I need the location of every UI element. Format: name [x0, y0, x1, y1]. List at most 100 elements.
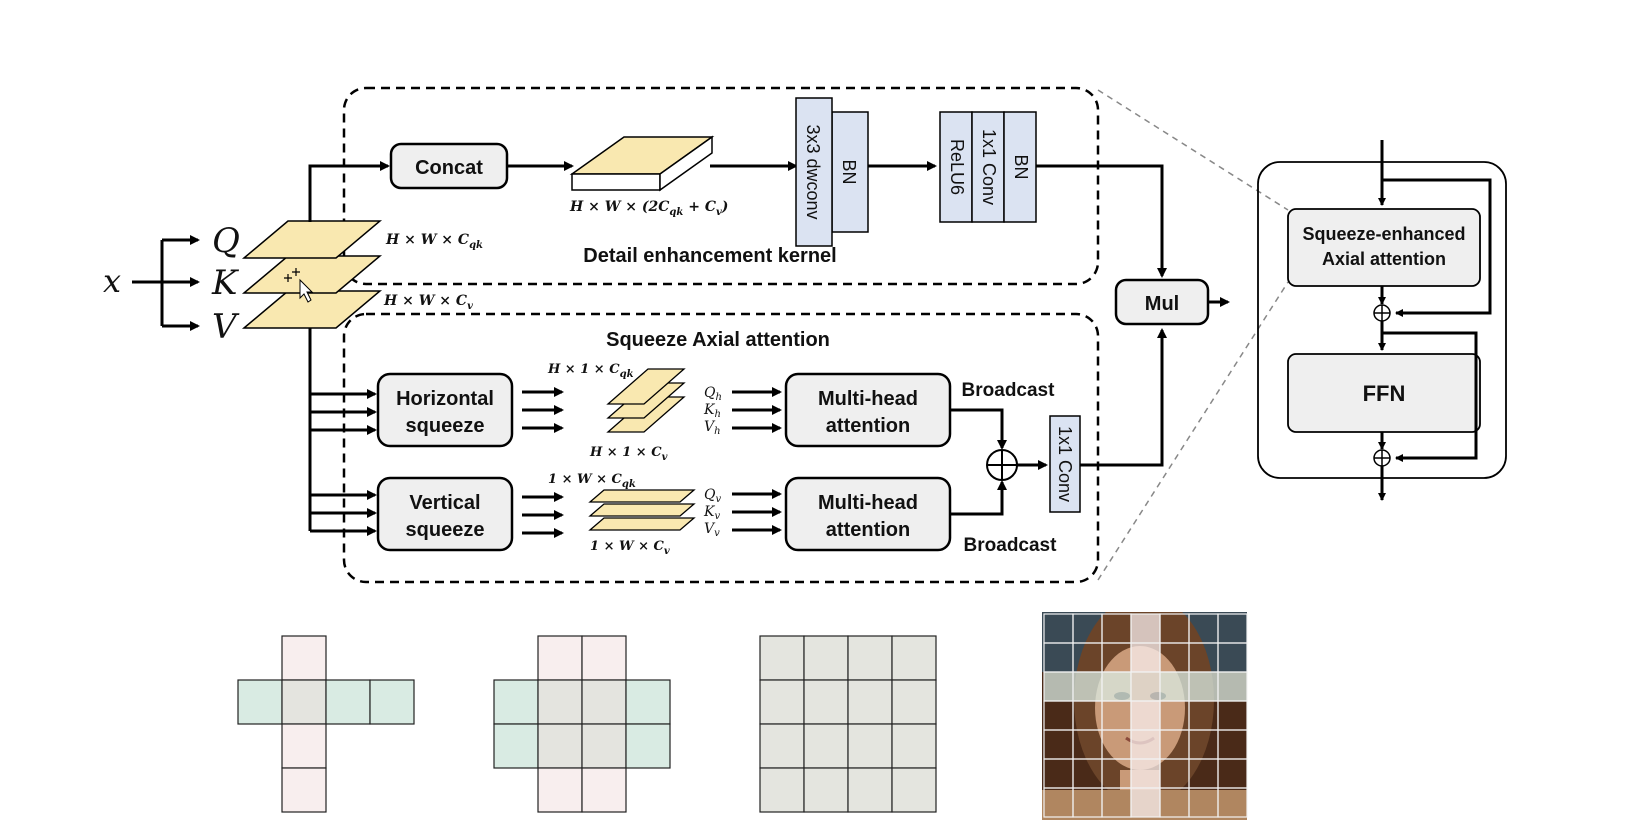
pattern-cell [1130, 671, 1161, 702]
mha-h-line1: Multi-head [818, 388, 918, 410]
relu-label: ReLU6 [947, 139, 967, 195]
zoom-line-top [1097, 89, 1289, 211]
k-label: K [211, 263, 240, 303]
qh-label: Qh [704, 385, 722, 403]
vertical-squeeze-line1: Vertical [409, 492, 480, 514]
pattern-cell [759, 679, 805, 725]
ffn-block[interactable] [1287, 353, 1481, 433]
pattern-cell [1072, 671, 1103, 702]
zoom-line-bottom [1097, 281, 1289, 581]
pattern-cell [1130, 787, 1161, 818]
pattern-cell [537, 767, 583, 813]
pattern-cell [1130, 729, 1161, 760]
pattern-cell [891, 723, 937, 769]
pattern-cell [369, 679, 415, 725]
mha-v-to-add-wire [950, 480, 1007, 516]
v-label: V [212, 307, 240, 347]
pattern-cell [1130, 613, 1161, 644]
conv1x1-layer[interactable] [971, 111, 1005, 223]
pattern-photo-grid [1043, 613, 1248, 818]
pattern-cell [847, 723, 893, 769]
pattern-cell [1101, 671, 1132, 702]
v-bottom-dim: 1 × W × Cv [590, 539, 670, 557]
pattern-cell [281, 679, 327, 725]
vertical-squeeze-line2: squeeze [406, 519, 485, 541]
h-top-dim: H × 1 × Cqk [547, 362, 634, 380]
pattern-cell [581, 679, 627, 725]
pattern-cell [1217, 671, 1248, 702]
broadcast-top-label: Broadcast [962, 380, 1056, 401]
pattern-cell [493, 679, 539, 725]
pattern-cell [1130, 758, 1161, 789]
axial-conv1x1-label: 1x1 Conv [1055, 426, 1075, 502]
q-plane [241, 220, 383, 259]
concat-label: Concat [415, 157, 483, 179]
pattern-cell [537, 635, 583, 681]
pattern-cell [759, 767, 805, 813]
pattern-cell [281, 635, 327, 681]
add-icon [986, 449, 1018, 481]
bn2-label: BN [1011, 154, 1031, 179]
pattern-cross-1 [237, 635, 415, 813]
x-fork-wire [132, 240, 164, 326]
mouse-cursor [284, 268, 314, 303]
pattern-cell [237, 679, 283, 725]
axial-to-mul-wire [1080, 328, 1167, 467]
vertical-squeeze-box[interactable] [376, 476, 514, 552]
pattern-cell [1130, 642, 1161, 673]
attention-block-line2: Axial attention [1322, 249, 1446, 269]
pattern-cell [1130, 700, 1161, 731]
pattern-cell [803, 767, 849, 813]
axial-conv1x1-layer[interactable] [1049, 415, 1081, 513]
add1-icon [1373, 304, 1391, 322]
dwconv-layer[interactable] [795, 97, 833, 247]
q-dim-label: H × W × Cqk [385, 232, 483, 251]
pattern-cell [1217, 787, 1248, 818]
v-dim-label: H × W × Cv [383, 293, 473, 312]
h-bottom-dim: H × 1 × Cv [589, 445, 668, 463]
pattern-cell [847, 679, 893, 725]
vv-label: Vv [704, 521, 720, 539]
pattern-cell [847, 635, 893, 681]
pattern-cell [625, 679, 671, 725]
concat-dim-label: H × W × (2Cqk + Cv) [569, 199, 728, 218]
detail-title: Detail enhancement kernel [583, 245, 836, 267]
pattern-cell [847, 767, 893, 813]
broadcast-bottom-label: Broadcast [964, 535, 1058, 556]
add2-icon [1373, 449, 1391, 467]
horizontal-squeeze-box[interactable] [376, 372, 514, 448]
concat-cuboid [569, 135, 715, 192]
pattern-cell [891, 635, 937, 681]
input-x-label: x [103, 262, 121, 300]
mul-label: Mul [1145, 293, 1179, 315]
pattern-cell [1159, 671, 1190, 702]
q-label: Q [212, 221, 240, 261]
vertical-planes [588, 489, 696, 531]
axial-title: Squeeze Axial attention [606, 329, 830, 351]
pattern-cell [803, 679, 849, 725]
relu-layer[interactable] [939, 111, 973, 223]
ffn-label: FFN [1363, 381, 1406, 406]
pattern-cell [537, 723, 583, 769]
pattern-cell [759, 723, 805, 769]
pattern-cell [803, 723, 849, 769]
mha-v-line2: attention [826, 519, 910, 541]
pattern-cell [493, 723, 539, 769]
kv-label: Kv [703, 504, 720, 522]
attention-block[interactable] [1287, 208, 1481, 287]
pattern-cell [581, 767, 627, 813]
pattern-cell [537, 679, 583, 725]
pattern-cell [281, 767, 327, 813]
qv-label: Qv [704, 487, 721, 505]
pattern-cell [891, 767, 937, 813]
dwconv-label: 3x3 dwconv [803, 124, 823, 219]
bn1-label: BN [839, 159, 859, 184]
mha-h-to-add-wire [950, 408, 1007, 450]
kh-label: Kh [703, 402, 721, 420]
mha-h-line2: attention [826, 415, 910, 437]
pattern-cell [1188, 671, 1219, 702]
conv1x1-label: 1x1 Conv [979, 129, 999, 205]
pattern-cell [803, 635, 849, 681]
trunk-up-wire [308, 161, 390, 222]
